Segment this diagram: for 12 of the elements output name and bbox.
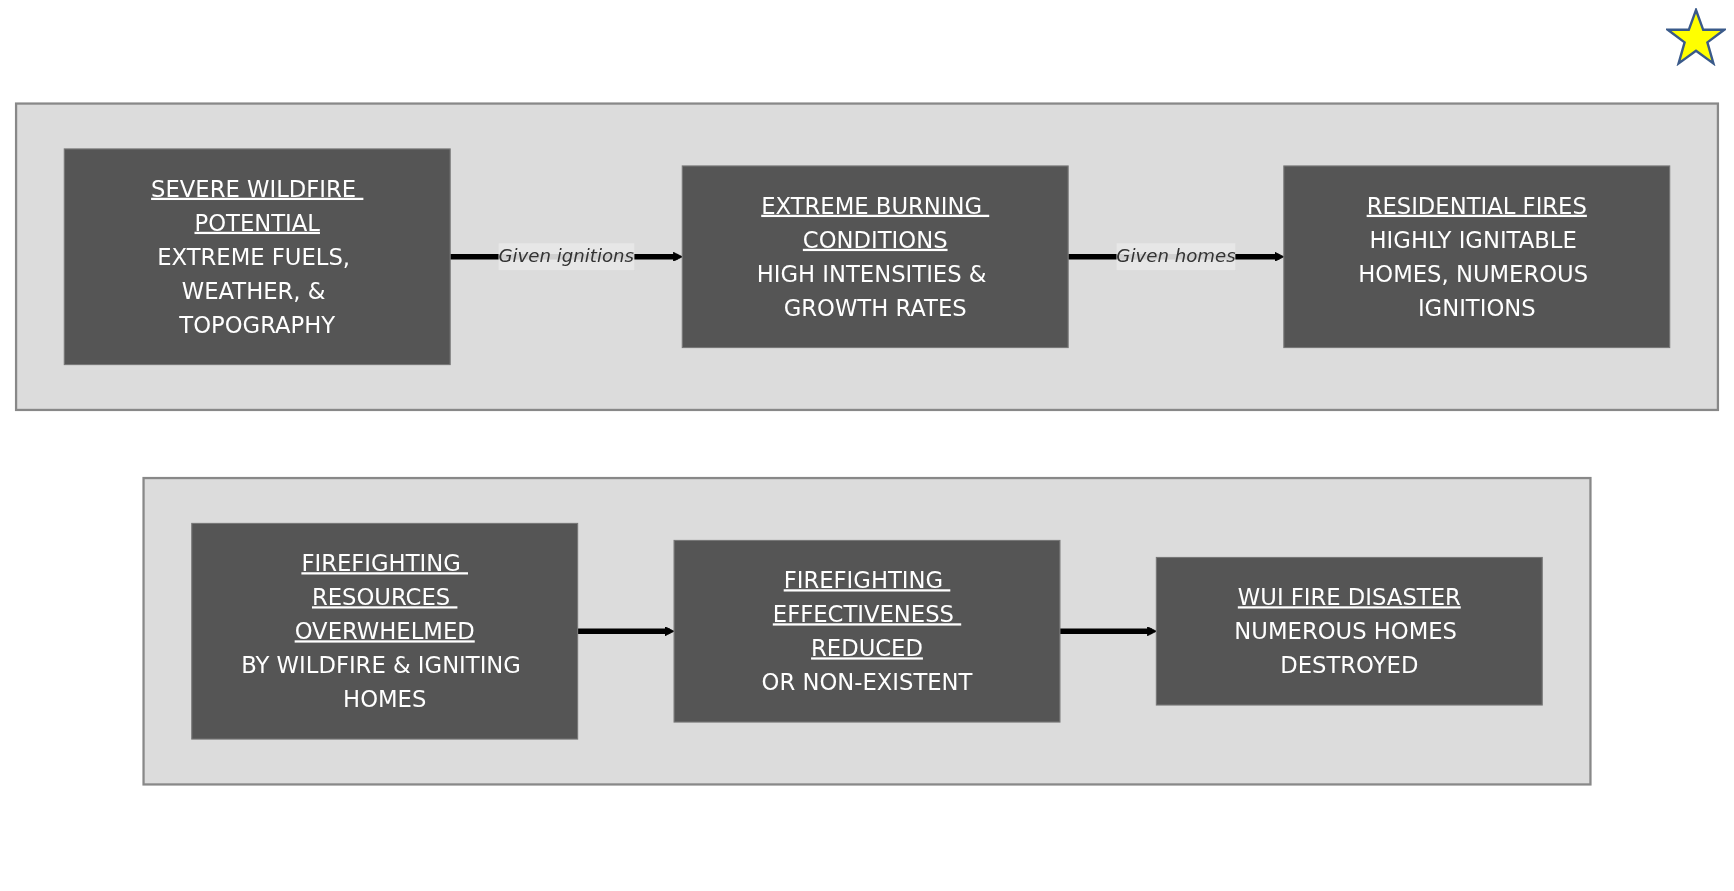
node-box: FIREFIGHTING EFFECTIVENESS REDUCED OR NON-EXISTENT <box>673 539 1061 723</box>
edge-label: Given ignitions <box>498 244 635 267</box>
cluster <box>14 101 1720 411</box>
arrow <box>577 625 675 636</box>
arrow <box>1059 625 1157 636</box>
node-box: SEVERE WILDFIRE POTENTIAL EXTREME FUELS, WEATHER, & TOPOGRAPHY <box>63 147 451 365</box>
node-box: FIREFIGHTING RESOURCES OVERWHELMED BY WILDFIRE & IGNITING HOMES <box>191 522 579 740</box>
cluster <box>142 476 1592 786</box>
node-box: RESIDENTIAL FIRES HIGHLY IGNITABLE HOMES, NUMEROUS IGNITIONS <box>1283 164 1671 348</box>
node-box: EXTREME BURNING CONDITIONS HIGH INTENSITIES & GROWTH RATES <box>681 164 1069 348</box>
node-box: WUI FIRE DISASTER NUMEROUS HOMES DESTROYED <box>1155 556 1543 706</box>
edge-label: Given homes <box>1116 244 1236 267</box>
